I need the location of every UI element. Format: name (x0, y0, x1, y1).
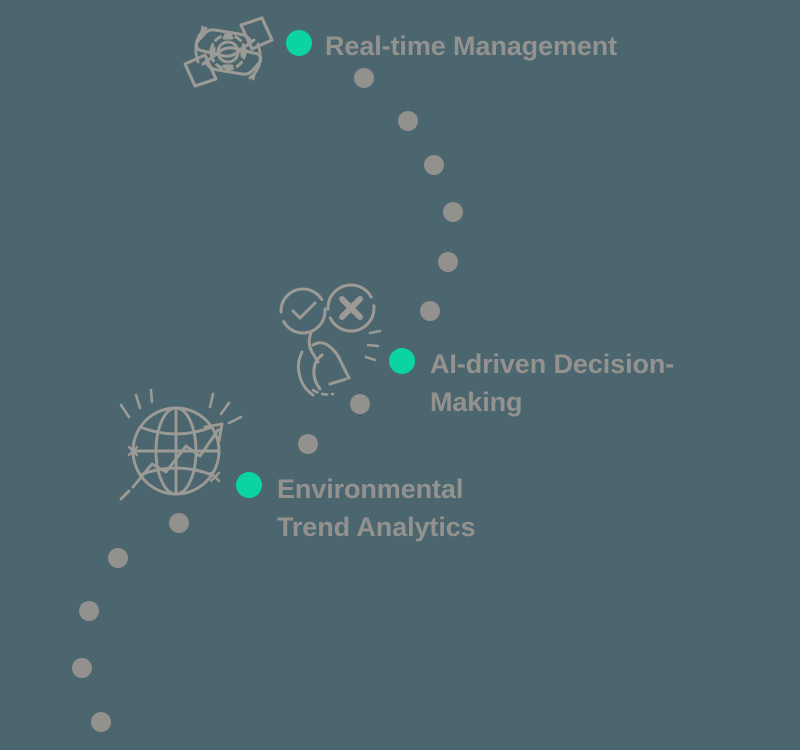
path-dot (79, 601, 99, 621)
milestone-markers (236, 30, 415, 498)
path-dot (298, 434, 318, 454)
milestone-marker-dot[interactable] (286, 30, 312, 56)
milestone-label-ai-driven-decision-making: AI-driven Decision- Making (430, 349, 675, 418)
path-dot (424, 155, 444, 175)
hands-gear-icon (183, 16, 274, 88)
trail-dots (72, 68, 463, 732)
path-dot (354, 68, 374, 88)
path-dot (420, 301, 440, 321)
hand-choice-check-cross-icon (279, 283, 382, 397)
path-dot (438, 252, 458, 272)
path-dot (169, 513, 189, 533)
path-dot (350, 394, 370, 414)
milestone-marker-dot[interactable] (389, 348, 415, 374)
path-dot (108, 548, 128, 568)
path-dot (91, 712, 111, 732)
path-dot (72, 658, 92, 678)
path-dot (398, 111, 418, 131)
globe-trend-arrow-icon (119, 388, 243, 501)
milestone-label-environmental-trend-analytics: Environmental Trend Analytics (277, 474, 476, 543)
milestone-marker-dot[interactable] (236, 472, 262, 498)
milestone-label-real-time-management: Real-time Management (325, 31, 618, 61)
path-dot (443, 202, 463, 222)
